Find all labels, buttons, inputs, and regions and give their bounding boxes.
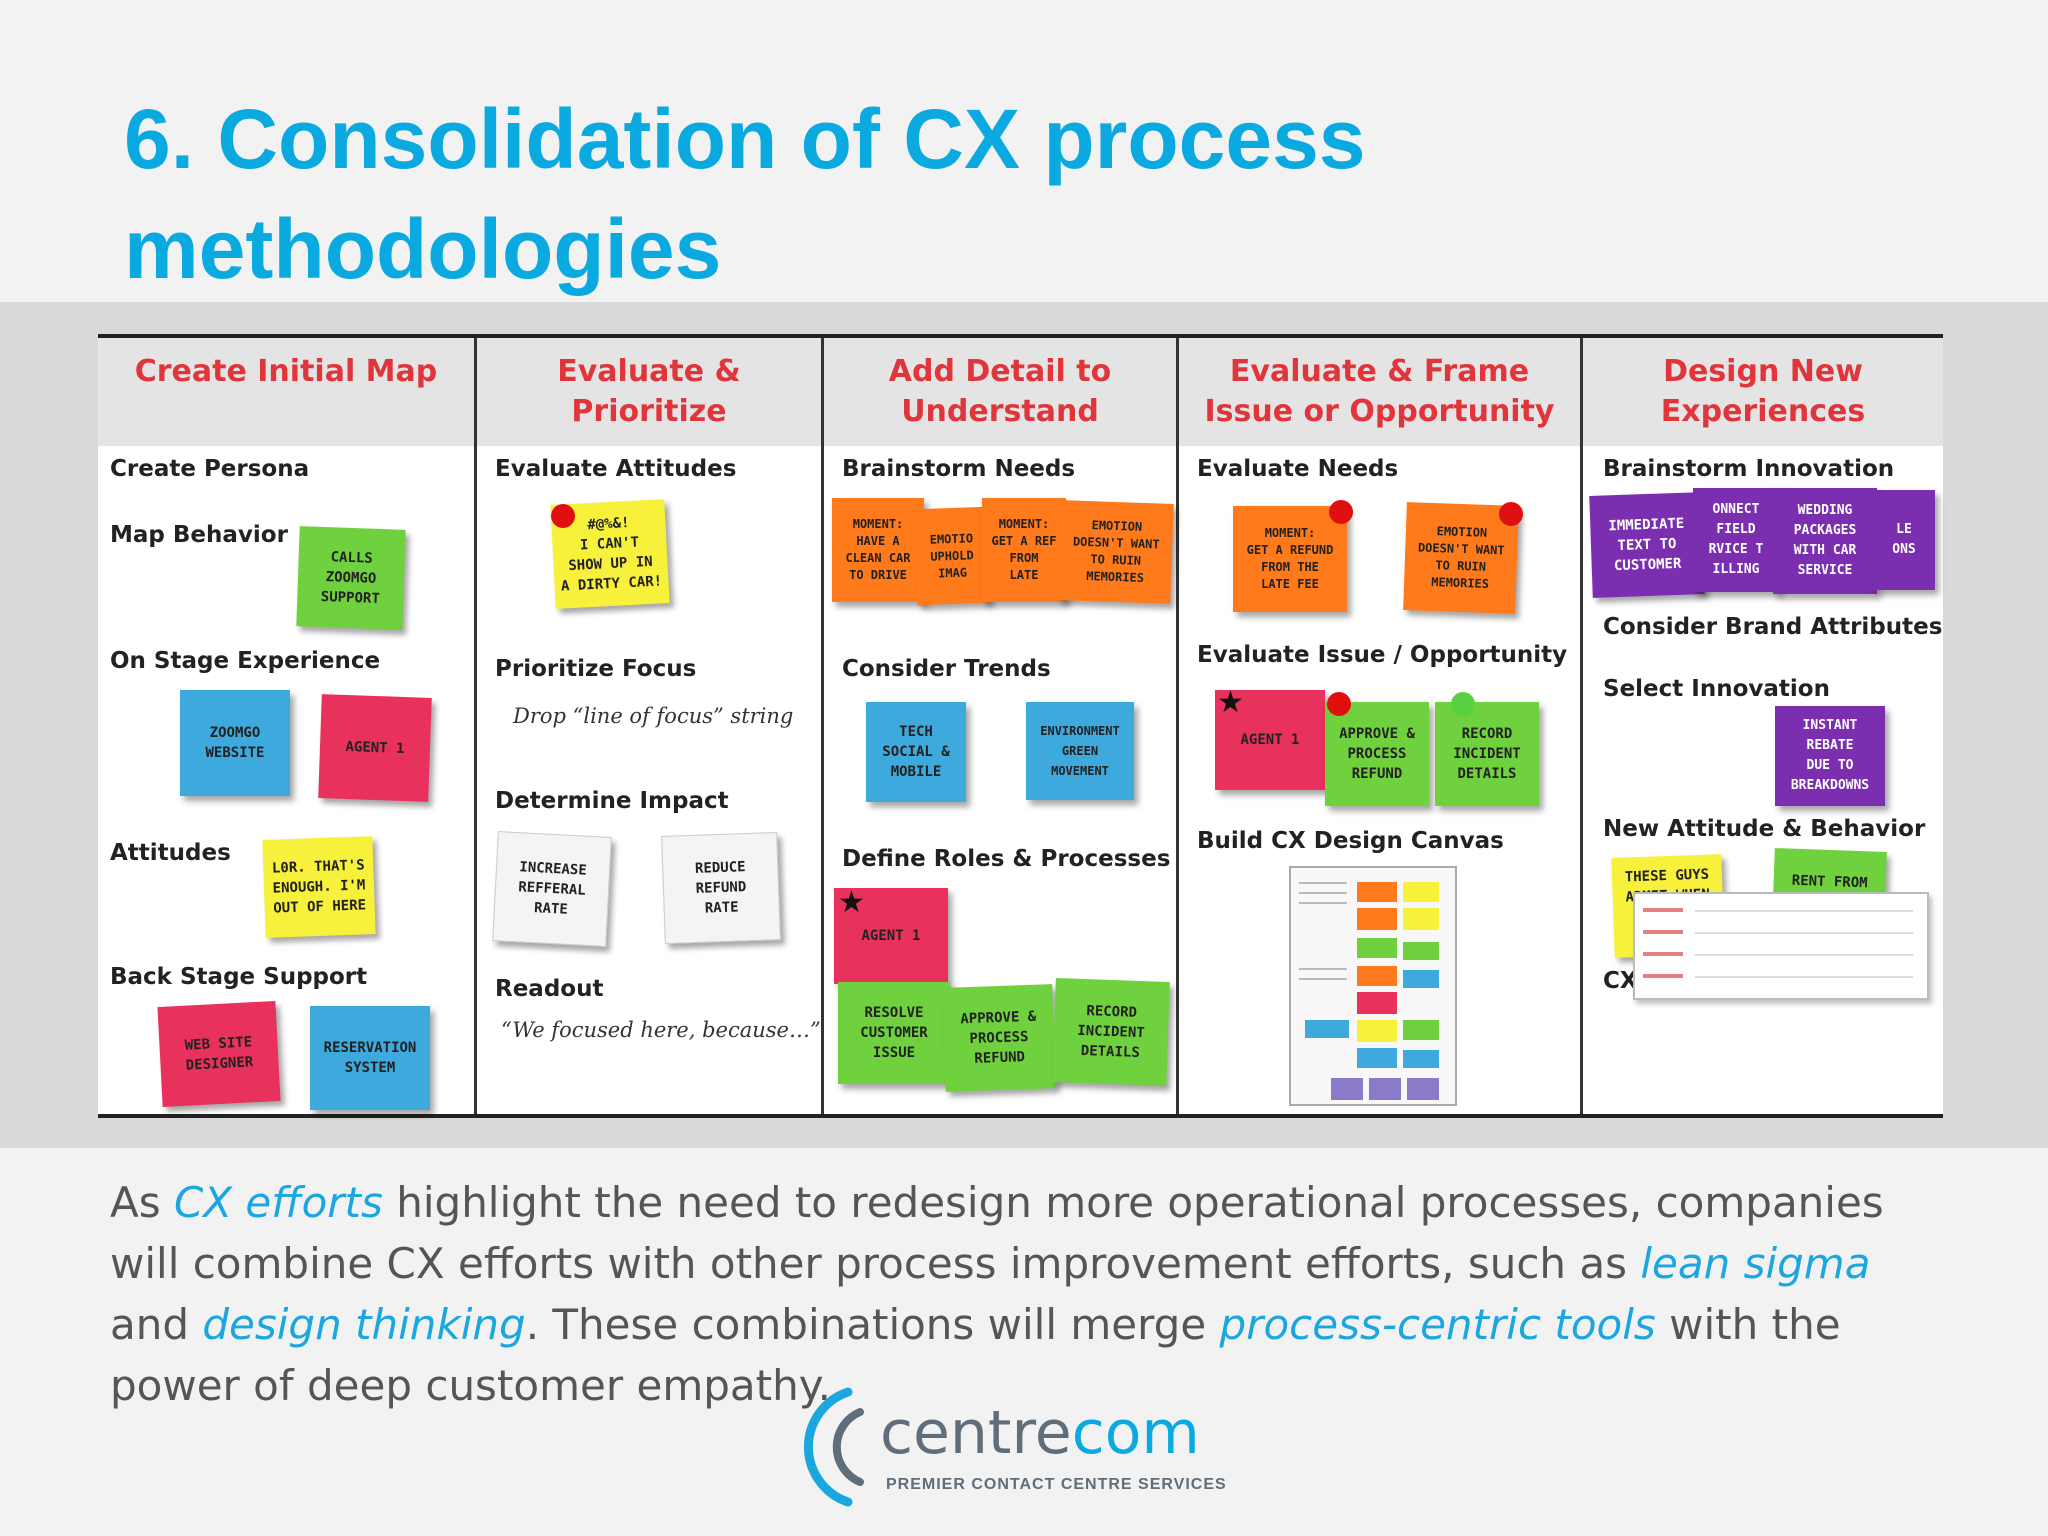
sticky-note: RESOLVE CUSTOMER ISSUE bbox=[838, 982, 950, 1084]
sticky-note: RECORD INCIDENT DETAILS bbox=[1052, 978, 1170, 1086]
logo-name-part: centre bbox=[880, 1398, 1072, 1468]
sticky-note: MOMENT: GET A REF FROM LATE bbox=[982, 498, 1066, 602]
section-label: Evaluate Attitudes bbox=[495, 456, 737, 482]
sticky-note: ZOOMGO WEBSITE bbox=[180, 690, 290, 796]
emphasis-design-thinking: design thinking bbox=[202, 1300, 526, 1349]
column-evaluate-prioritize: Evaluate & Prioritize Evaluate Attitudes… bbox=[477, 338, 824, 1114]
handwritten-note: Drop “line of focus” string bbox=[513, 704, 794, 728]
sticky-note: WEDDING PACKAGES WITH CAR SERVICE bbox=[1773, 488, 1877, 594]
column-add-detail: Add Detail to Understand Brainstorm Need… bbox=[824, 338, 1179, 1114]
sticky-note: L0R. THAT'S ENOUGH. I'M OUT OF HERE bbox=[262, 836, 376, 938]
section-label: Map Behavior bbox=[110, 522, 288, 548]
section-label: Determine Impact bbox=[495, 788, 729, 814]
body-text-run: highlight the need to redesign more oper… bbox=[110, 1178, 1884, 1288]
section-label: Prioritize Focus bbox=[495, 656, 697, 682]
section-label: Brainstorm Innovation bbox=[1603, 456, 1895, 482]
priority-dot bbox=[1327, 692, 1351, 716]
body-paragraph: As CX efforts highlight the need to rede… bbox=[110, 1172, 1960, 1416]
sticky-note: APPROVE & PROCESS REFUND bbox=[942, 984, 1056, 1092]
sticky-note: RESERVATION SYSTEM bbox=[310, 1006, 430, 1110]
logo-name-part: com bbox=[1071, 1398, 1200, 1468]
priority-dot bbox=[1451, 692, 1475, 716]
sticky-note: LE ONS bbox=[1873, 490, 1935, 590]
sticky-note: MOMENT: GET A REFUND FROM THE LATE FEE bbox=[1233, 506, 1347, 612]
sticky-note: ENVIRONMENT GREEN MOVEMENT bbox=[1026, 702, 1134, 800]
section-label: Back Stage Support bbox=[110, 964, 368, 990]
section-label: New Attitude & Behavior bbox=[1603, 816, 1926, 842]
priority-dot bbox=[1329, 500, 1353, 524]
logo-wordmark: centrecom bbox=[880, 1398, 1200, 1468]
section-label: Brainstorm Needs bbox=[842, 456, 1076, 482]
section-label: Select Innovation bbox=[1603, 676, 1830, 702]
sticky-note: CALLS ZOOMGO SUPPORT bbox=[296, 526, 406, 630]
column-header: Evaluate & Prioritize bbox=[477, 338, 821, 446]
sticky-note: RECORD INCIDENT DETAILS bbox=[1435, 702, 1539, 806]
section-label: Evaluate Issue / Opportunity bbox=[1197, 642, 1568, 668]
sticky-note: IMMEDIATE TEXT TO CUSTOMER bbox=[1589, 492, 1705, 598]
star-icon: ★ bbox=[838, 886, 865, 919]
priority-dot bbox=[551, 504, 575, 528]
section-label: Consider Brand Attributes bbox=[1603, 614, 1943, 640]
sticky-note: ONNECT FIELD RVICE T ILLING bbox=[1693, 488, 1779, 592]
section-label: Readout bbox=[495, 976, 604, 1002]
section-label: Build CX Design Canvas bbox=[1197, 828, 1504, 854]
section-label: On Stage Experience bbox=[110, 648, 381, 674]
emphasis-lean-sigma: lean sigma bbox=[1640, 1239, 1871, 1288]
logo-arcs-icon bbox=[803, 1387, 864, 1507]
body-text-run: As bbox=[110, 1178, 174, 1227]
cx-design-canvas-thumbnail bbox=[1289, 866, 1457, 1106]
section-label: Consider Trends bbox=[842, 656, 1051, 682]
column-header: Create Initial Map bbox=[98, 338, 474, 446]
logo-tagline: PREMIER CONTACT CENTRE SERVICES bbox=[886, 1476, 1227, 1493]
section-label: Create Persona bbox=[110, 456, 310, 482]
sticky-note: EMOTIO UPHOLD IMAG bbox=[914, 506, 990, 606]
emphasis-process-centric-tools: process-centric tools bbox=[1219, 1300, 1656, 1349]
column-design-new-experiences: Design New Experiences Brainstorm Innova… bbox=[1583, 338, 1943, 1114]
column-header: Evaluate & Frame Issue or Opportunity bbox=[1179, 338, 1580, 446]
body-text-run: with the power of deep customer empathy. bbox=[110, 1300, 1841, 1410]
sticky-note: REDUCE REFUND RATE bbox=[661, 832, 781, 944]
slide-title: 6. Consolidation of CX process methodolo… bbox=[124, 92, 1366, 296]
star-icon: ★ bbox=[1217, 686, 1244, 719]
column-evaluate-frame: Evaluate & Frame Issue or Opportunity Ev… bbox=[1179, 338, 1583, 1114]
section-label: Attitudes bbox=[110, 840, 231, 866]
section-label: Define Roles & Processes bbox=[842, 846, 1171, 872]
sticky-note: AGENT 1 bbox=[318, 694, 432, 802]
cx-process-board: Create Initial Map Create Persona Map Be… bbox=[98, 334, 1943, 1118]
emphasis-cx-efforts: CX efforts bbox=[173, 1178, 383, 1227]
centrecom-logo: centrecom PREMIER CONTACT CENTRE SERVICE… bbox=[790, 1382, 1230, 1512]
sticky-note: INCREASE REFFERAL RATE bbox=[492, 831, 612, 947]
body-text-run: and bbox=[110, 1300, 203, 1349]
cx-hypothesis-template bbox=[1633, 892, 1929, 1000]
sticky-note: EMOTION DOESN'T WANT TO RUIN MEMORIES bbox=[1058, 500, 1174, 604]
sticky-note: AGENT 1 bbox=[834, 888, 948, 984]
section-label: Evaluate Needs bbox=[1197, 456, 1399, 482]
sticky-note: INSTANT REBATE DUE TO BREAKDOWNS bbox=[1775, 706, 1885, 806]
sticky-note: MOMENT: HAVE A CLEAN CAR TO DRIVE bbox=[832, 498, 924, 602]
body-text-run: . These combinations will merge bbox=[525, 1300, 1220, 1349]
handwritten-note: “We focused here, because…” bbox=[501, 1018, 821, 1042]
sticky-note: TECH SOCIAL & MOBILE bbox=[866, 702, 966, 802]
column-create-initial-map: Create Initial Map Create Persona Map Be… bbox=[98, 338, 477, 1114]
priority-dot bbox=[1499, 502, 1523, 526]
column-header: Add Detail to Understand bbox=[824, 338, 1176, 446]
sticky-note: APPROVE & PROCESS REFUND bbox=[1325, 702, 1429, 806]
column-header: Design New Experiences bbox=[1583, 338, 1943, 446]
sticky-note: WEB SITE DESIGNER bbox=[157, 1000, 281, 1108]
sticky-note: AGENT 1 bbox=[1215, 690, 1325, 790]
